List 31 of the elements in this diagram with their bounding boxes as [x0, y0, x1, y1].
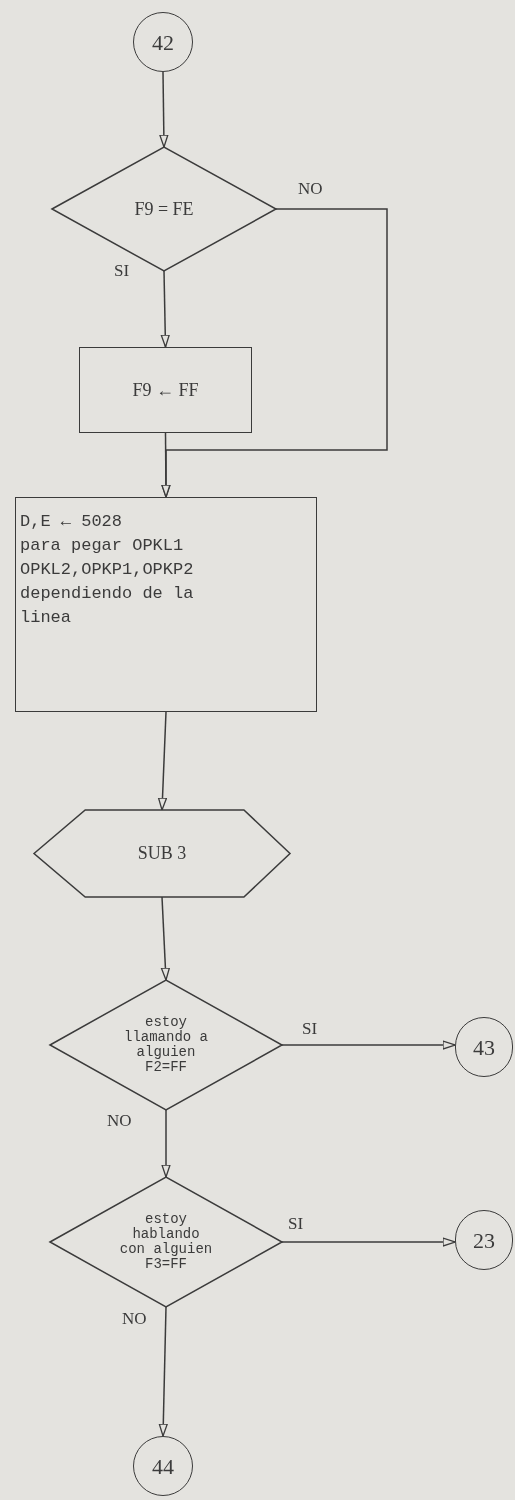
process-box — [15, 497, 317, 712]
edge-label: SI — [300, 1020, 320, 1037]
node-text: para pegar OPKL1 OPKL2,OPKP1,OPKP2 dependiendo de la linea — [20, 535, 195, 629]
arrow — [158, 1306, 168, 1437]
arrow — [281, 1040, 456, 1050]
arrow — [161, 432, 171, 498]
edge-label: SI — [286, 1215, 306, 1232]
decision-diamond — [50, 980, 282, 1110]
process-box — [79, 347, 252, 433]
node-text: SUB 3 — [137, 842, 187, 865]
arrow — [161, 1109, 171, 1178]
node-text: F9 ← FF — [132, 378, 199, 402]
arrow — [160, 896, 171, 981]
node-text: 43 — [473, 1033, 495, 1062]
decision-diamond — [50, 1177, 282, 1307]
edge-label: SI — [112, 262, 132, 279]
arrow — [159, 71, 169, 148]
node-text: 44 — [152, 1452, 174, 1481]
arrow — [281, 1237, 456, 1247]
arrow — [157, 711, 168, 811]
edge-label: NO — [120, 1310, 149, 1327]
edge-label: NO — [296, 180, 325, 197]
node-text: 23 — [473, 1226, 495, 1255]
node-text: estoy llamando a alguien F2=FF — [123, 1015, 209, 1075]
edge-label: NO — [105, 1112, 134, 1129]
node-text: D,E ← 5028 — [20, 511, 123, 533]
arrow — [160, 270, 170, 348]
node-text: 42 — [152, 28, 174, 57]
node-text: F9 = FE — [134, 197, 194, 221]
node-text: estoy hablando con alguien F3=FF — [118, 1212, 214, 1272]
subroutine-hexagon — [34, 810, 290, 897]
